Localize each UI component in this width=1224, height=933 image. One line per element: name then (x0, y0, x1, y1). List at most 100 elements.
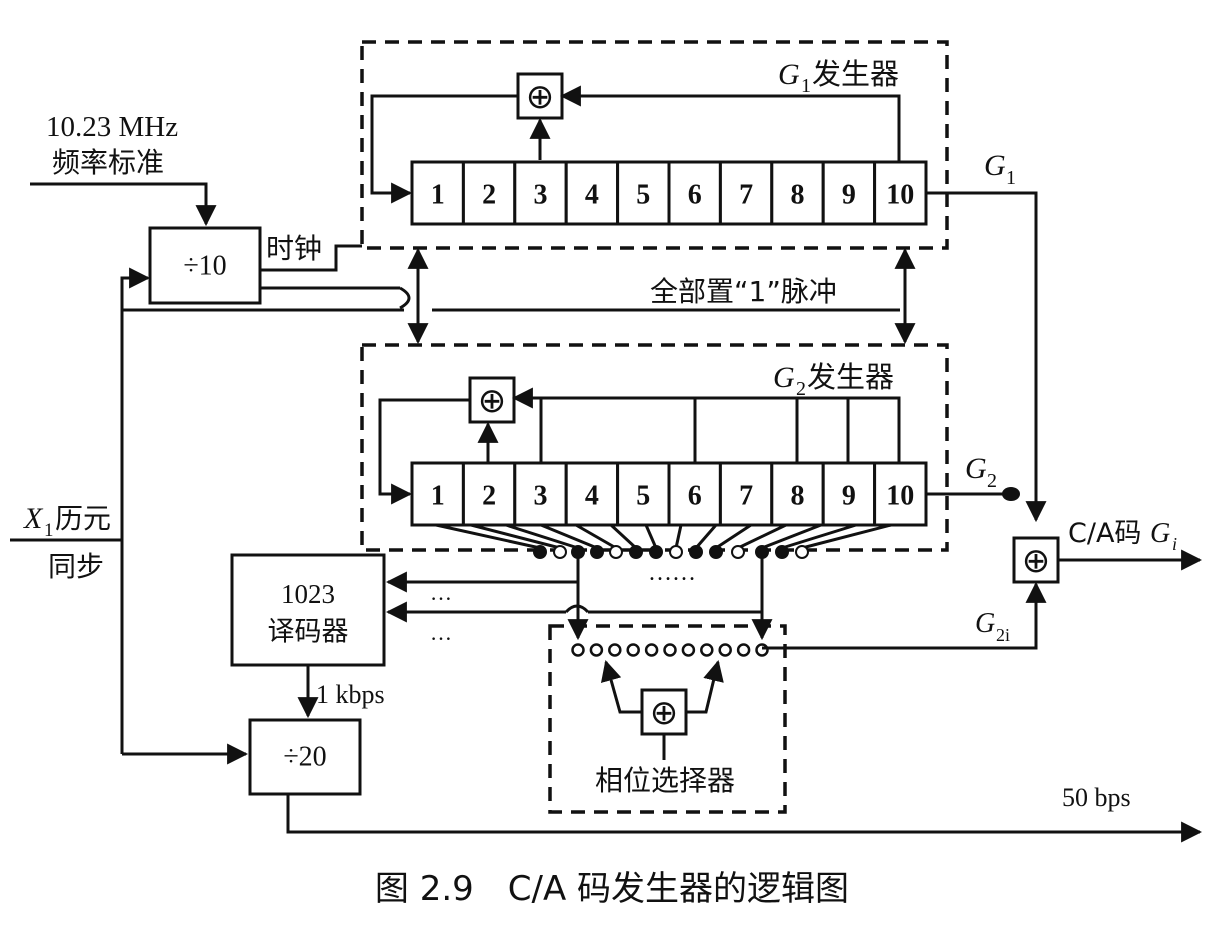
decoder-box (230, 553, 386, 667)
phase-xor-icon: ⊕ (650, 693, 679, 733)
final-xor-box (1012, 536, 1060, 584)
g1-output-line (926, 191, 1047, 523)
g2-tap-bus (511, 387, 901, 464)
g2-cell-label-5: 5 (636, 481, 650, 512)
g1-cell-label-1: 1 (431, 180, 445, 211)
g2-tap-dot (689, 545, 703, 559)
g1-cell-label-8: 8 (791, 180, 805, 211)
g2-tap-wire (737, 523, 787, 550)
rate-1kbps-label: 1 kbps (316, 680, 385, 709)
g1-cell-5 (616, 160, 671, 226)
g1-output-main: G (984, 149, 1006, 182)
g2-cell-2 (461, 461, 517, 527)
g2-tap-wire (575, 523, 617, 550)
g1-cell-9 (821, 160, 877, 226)
g1-xor-icon: ⊕ (526, 77, 555, 117)
phase-selector-label: 相位选择器 (595, 764, 735, 797)
div20-box (248, 718, 362, 796)
g2-title-sub: 2 (796, 378, 806, 400)
div10-box (148, 226, 262, 305)
g2-output-main: G (965, 452, 987, 485)
div20-label: ÷20 (283, 742, 326, 773)
g2-tap-wire (715, 523, 752, 550)
figure-caption: 图 2.9 C/A 码发生器的逻辑图 (375, 869, 849, 909)
x1-sync-line2: 同步 (48, 550, 104, 583)
g1-cell-label-5: 5 (636, 180, 650, 211)
g1-title-cn: 发生器 (812, 57, 899, 91)
g2-tap-dot (669, 545, 683, 559)
g2-tap-wire (674, 524, 683, 549)
g2-title-cn: 发生器 (807, 360, 894, 394)
g2-tap-dot (533, 545, 547, 559)
crossover-1 (399, 286, 411, 310)
g1-cell-label-6: 6 (688, 180, 702, 211)
g1-title-main: G (778, 58, 800, 91)
g1-title-sub: 1 (801, 75, 811, 97)
g2-tap-dot (775, 545, 789, 559)
g2-tap-wire (694, 524, 718, 549)
phase-input-dot (755, 643, 769, 657)
ca-output-main: G (1150, 518, 1170, 549)
phase-xor-out-right (686, 659, 724, 714)
phase-input-dot (608, 643, 622, 657)
clock-label: 时钟 (266, 232, 322, 265)
final-xor-icon: ⊕ (1022, 541, 1051, 581)
phase-input-dot (681, 643, 696, 657)
g2-feedback-line (378, 398, 470, 505)
g2-tap-wire (801, 523, 892, 550)
g2-cell-label-10: 10 (886, 481, 914, 512)
g2-cell-label-4: 4 (585, 481, 599, 512)
set-all-ones-label: 全部置“1”脉冲 (650, 275, 837, 308)
g2-tap-wire (435, 523, 541, 550)
phase-input-dot (626, 643, 640, 657)
g1-cell-label-4: 4 (585, 180, 599, 211)
g1-cell-label-9: 9 (842, 180, 856, 211)
g2-tap-dot (553, 545, 567, 559)
ca-output-sub: i (1172, 534, 1177, 554)
g2-tap-wire (644, 524, 658, 549)
phase-selector-boundary (548, 624, 787, 814)
g1-cell-label-10: 10 (886, 180, 914, 211)
phase-input-dot (718, 643, 732, 657)
phase-input-dot (700, 643, 714, 657)
ca-output-prefix: C/A码 (1068, 518, 1141, 549)
g2-cell-1 (410, 461, 465, 527)
g2-cell-label-1: 1 (431, 481, 445, 512)
g2-tap-wire (470, 523, 561, 550)
g2-tap-dot (795, 545, 809, 559)
g2-tap-wire (609, 523, 638, 550)
g2-tap-dot (590, 545, 604, 559)
g2-cell-4 (564, 461, 620, 527)
g1-cell-label-7: 7 (739, 180, 753, 211)
g1-cell-4 (564, 160, 620, 226)
output-50bps-line (286, 794, 1203, 843)
clock-source-line (30, 182, 217, 227)
g2-output-terminal (1002, 487, 1020, 501)
decoder-ellipsis-1: … (430, 580, 452, 605)
g1-cell-8 (770, 160, 825, 226)
phase-input-dot (571, 643, 585, 657)
g1-tap10-line (559, 85, 901, 163)
clock-line (260, 244, 362, 272)
tap-dots-ellipsis: …… (648, 560, 696, 586)
g2-cell-label-6: 6 (688, 481, 702, 512)
g2-tap-wire (761, 523, 822, 550)
g2-tap-dot (609, 545, 623, 559)
g2-cell-label-7: 7 (739, 481, 753, 512)
g2-cell-8 (770, 461, 825, 527)
g2-tap-dot (649, 545, 663, 559)
g1-output-sub: 1 (1006, 167, 1016, 189)
g1-feedback-line (370, 94, 518, 204)
g1-cell-2 (461, 160, 517, 226)
g2-tap-wire (505, 523, 579, 550)
g2-cell-10 (873, 461, 928, 527)
g2-output-sub: 2 (987, 470, 997, 492)
g2-tap-dot (709, 545, 723, 559)
g2-xor-icon: ⊕ (478, 381, 507, 421)
g2-cell-label-2: 2 (482, 481, 496, 512)
